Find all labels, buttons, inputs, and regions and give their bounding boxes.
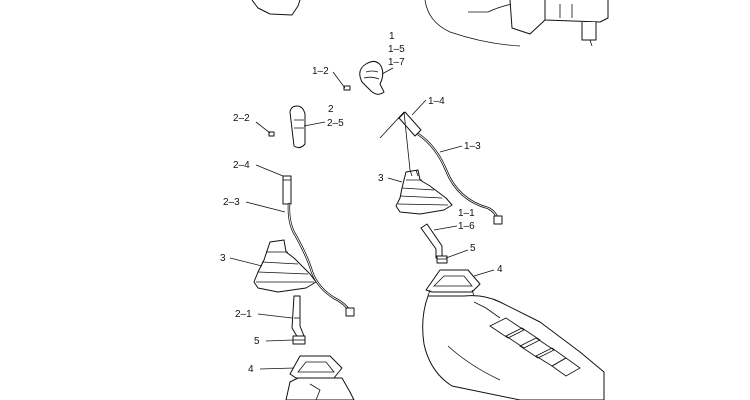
- leader-lines: [229, 67, 495, 370]
- callout-1-5: 1–5: [388, 44, 405, 55]
- callout-1-4: 1–4: [428, 96, 445, 107]
- top-right-frame-fragment: [424, 0, 609, 47]
- callout-4-left: 4: [248, 364, 254, 375]
- callout-1-6: 1–6: [458, 221, 475, 232]
- right-bracket-plate: [425, 269, 481, 297]
- callout-5-right: 5: [470, 243, 476, 254]
- right-lever-knob: [359, 60, 385, 95]
- left-lever-knob: [289, 105, 306, 149]
- left-console-housing: [285, 377, 355, 400]
- left-knob-screw: [268, 131, 275, 137]
- callout-3-right: 3: [378, 173, 384, 184]
- callout-1-1: 1–1: [458, 208, 475, 219]
- left-lever-sleeve: [282, 175, 292, 205]
- callout-1-7: 1–7: [388, 57, 405, 68]
- right-lever-sleeve: [397, 111, 422, 137]
- left-bracket-plate: [289, 355, 343, 379]
- callout-labels: 1 1–5 1–7 1–2 1–4 1–3 3 1–1 1–6 5 4 2 2–…: [220, 31, 503, 375]
- right-knob-screw: [343, 85, 351, 91]
- callout-2: 2: [328, 104, 334, 115]
- callout-5-left: 5: [254, 336, 260, 347]
- callout-4-right: 4: [497, 264, 503, 275]
- callout-2-5: 2–5: [327, 118, 344, 129]
- callout-2-1: 2–1: [235, 309, 252, 320]
- callout-1: 1: [389, 31, 395, 42]
- right-control-cable: [416, 132, 503, 225]
- right-bushing: [436, 255, 448, 264]
- top-left-housing-fragment: [251, 0, 301, 16]
- left-bushing: [292, 335, 306, 345]
- right-console-housing: [422, 295, 605, 400]
- callout-1-3: 1–3: [464, 141, 481, 152]
- callout-2-2: 2–2: [233, 113, 250, 124]
- callout-3-left: 3: [220, 253, 226, 264]
- callout-1-2: 1–2: [312, 66, 329, 77]
- left-lever-rod: [291, 295, 305, 339]
- right-rubber-boot: [395, 169, 453, 215]
- callout-2-4: 2–4: [233, 160, 250, 171]
- left-rubber-boot: [253, 239, 317, 293]
- callout-2-3: 2–3: [223, 197, 240, 208]
- left-control-cable: [287, 202, 355, 317]
